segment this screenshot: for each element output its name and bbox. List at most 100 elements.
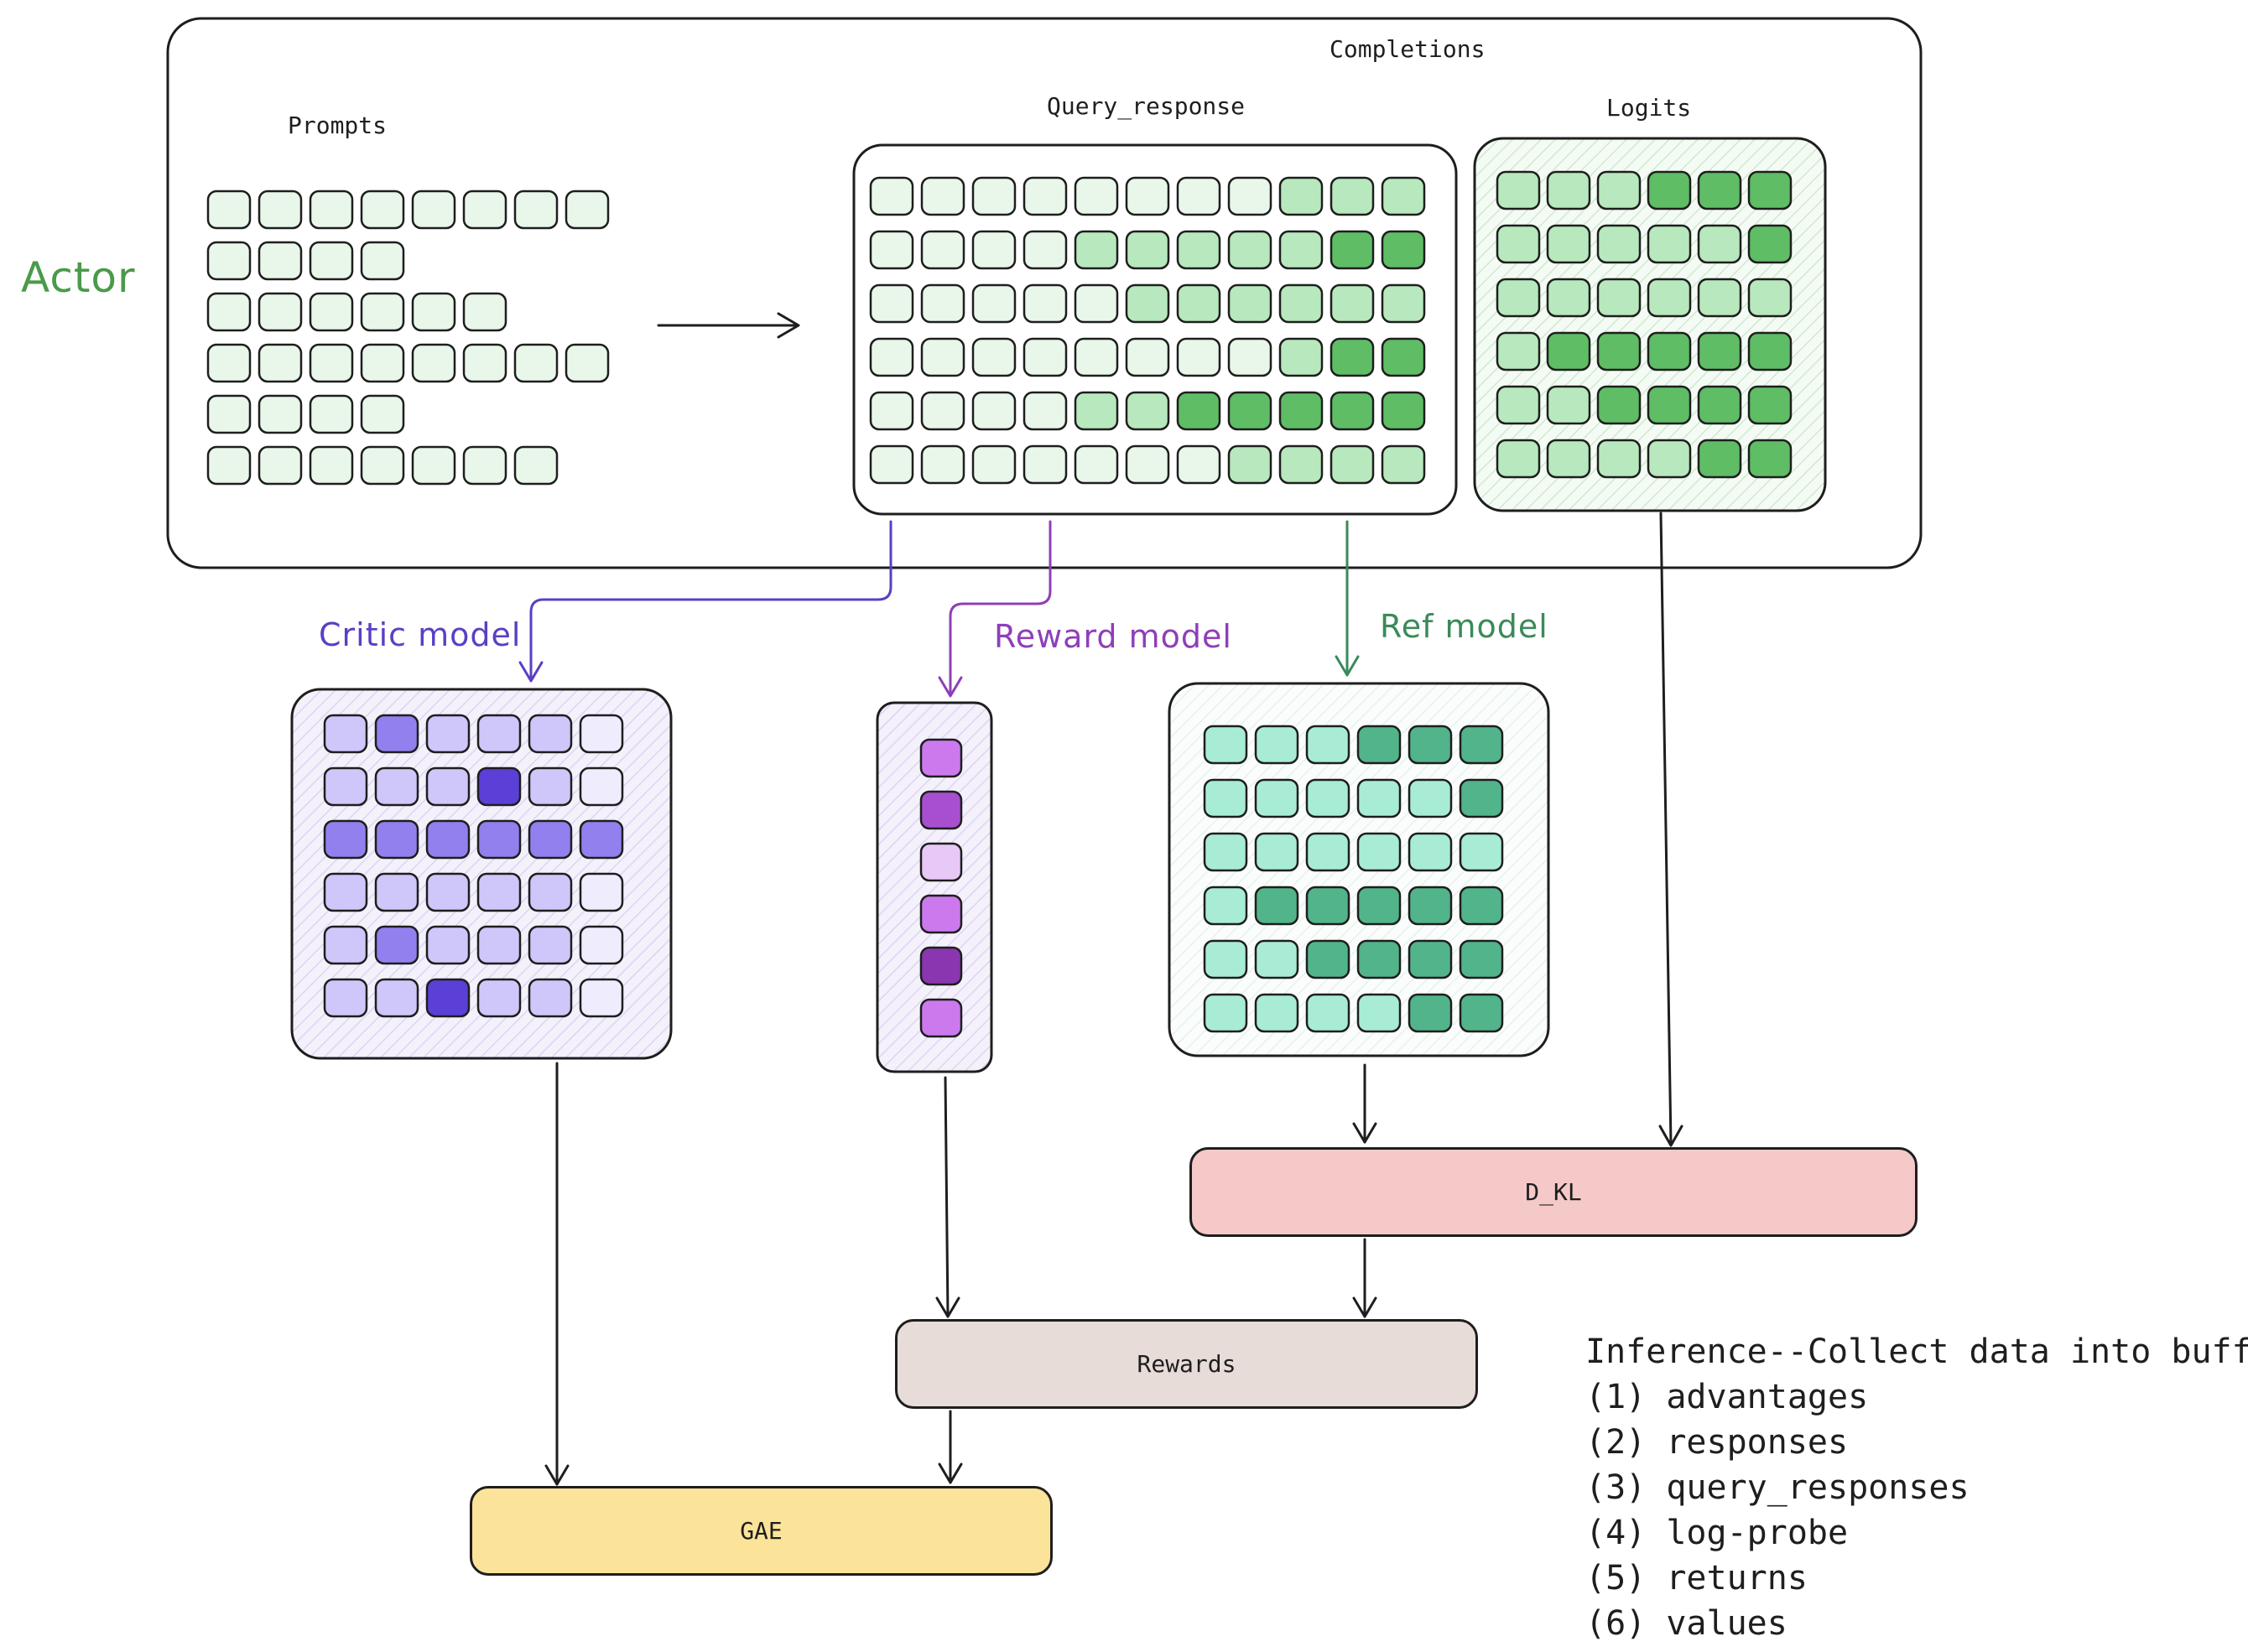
logit-token bbox=[1496, 224, 1541, 264]
query-response-token bbox=[920, 337, 965, 377]
logit-token bbox=[1546, 331, 1591, 371]
logit-token bbox=[1596, 331, 1642, 371]
ref-logit-cell bbox=[1305, 778, 1350, 818]
logit-token bbox=[1596, 224, 1642, 264]
prompt-token bbox=[513, 190, 559, 230]
ref-logit-cell bbox=[1356, 725, 1402, 765]
ref-logit-cell bbox=[1408, 886, 1453, 926]
prompt-token bbox=[258, 292, 303, 332]
ref-logit-cell bbox=[1459, 939, 1504, 979]
critic-value-cell bbox=[323, 819, 368, 860]
inference-notes: Inference--Collect data into buffer: (1)… bbox=[1585, 1329, 2248, 1646]
prompt-token bbox=[258, 241, 303, 281]
logit-token bbox=[1647, 385, 1692, 425]
ref-logit-cell bbox=[1408, 939, 1453, 979]
critic-value-cell bbox=[425, 766, 471, 807]
critic-value-cell bbox=[323, 872, 368, 912]
query-response-token bbox=[1074, 337, 1119, 377]
critic-value-cell bbox=[323, 978, 368, 1018]
query-response-token bbox=[1330, 283, 1375, 324]
query-response-label: Query_response bbox=[1047, 92, 1246, 120]
arrow-query-to-critic bbox=[529, 520, 892, 681]
arrowhead-logits-to-dkl bbox=[1658, 1125, 1683, 1147]
arrowhead-query-to-ref bbox=[1335, 655, 1360, 677]
query-response-token bbox=[1074, 230, 1119, 270]
notes-item-responses: (2) responses bbox=[1585, 1423, 1849, 1462]
prompt-token bbox=[462, 343, 507, 383]
ref-logit-cell bbox=[1408, 993, 1453, 1033]
prompt-token bbox=[206, 445, 252, 486]
query-response-token bbox=[1278, 283, 1324, 324]
critic-value-cell bbox=[579, 714, 624, 754]
arrowhead-prompts-to-query bbox=[777, 312, 800, 339]
ref-logit-cell bbox=[1305, 725, 1350, 765]
prompt-token bbox=[360, 190, 405, 230]
query-response-token bbox=[1176, 230, 1221, 270]
ref-logit-cell bbox=[1203, 832, 1248, 872]
query-response-token bbox=[1074, 444, 1119, 485]
query-response-token bbox=[1278, 391, 1324, 431]
critic-value-cell bbox=[528, 925, 573, 965]
notes-item-query-responses: (3) query_responses bbox=[1585, 1468, 1970, 1507]
notes-item-values: (6) values bbox=[1585, 1604, 1787, 1643]
ref-logit-cell bbox=[1203, 939, 1248, 979]
critic-value-cell bbox=[579, 766, 624, 807]
query-response-token bbox=[1381, 230, 1426, 270]
ref-logit-cell bbox=[1254, 939, 1299, 979]
prompt-token bbox=[565, 190, 610, 230]
critic-value-cell bbox=[374, 766, 419, 807]
prompt-token bbox=[411, 343, 456, 383]
ref-logit-cell bbox=[1203, 725, 1248, 765]
ref-logit-cell bbox=[1203, 993, 1248, 1033]
critic-value-cell bbox=[374, 819, 419, 860]
rewards-label: Rewards bbox=[1137, 1350, 1236, 1378]
logit-token bbox=[1697, 385, 1742, 425]
rewards-box: Rewards bbox=[895, 1319, 1478, 1409]
query-response-token bbox=[1227, 230, 1272, 270]
critic-model-label: Critic model bbox=[319, 616, 522, 653]
critic-value-cell bbox=[528, 872, 573, 912]
query-response-token bbox=[1381, 337, 1426, 377]
query-response-token bbox=[869, 337, 914, 377]
prompt-token bbox=[462, 190, 507, 230]
arrowhead-query-to-reward bbox=[938, 676, 963, 698]
reward-score-cell bbox=[919, 894, 963, 934]
notes-item-advantages: (1) advantages bbox=[1585, 1378, 1869, 1416]
notes-item-returns: (5) returns bbox=[1585, 1559, 1808, 1597]
query-response-token bbox=[1278, 337, 1324, 377]
prompt-token bbox=[309, 241, 354, 281]
critic-value-cell bbox=[528, 766, 573, 807]
logit-token bbox=[1546, 439, 1591, 479]
arrowhead-query-to-critic bbox=[518, 661, 544, 683]
prompts-label: Prompts bbox=[288, 112, 388, 139]
query-response-token bbox=[1278, 444, 1324, 485]
reward-model-label: Reward model bbox=[994, 618, 1232, 655]
query-response-token bbox=[1125, 391, 1170, 431]
critic-value-cell bbox=[528, 714, 573, 754]
reward-panel bbox=[876, 701, 993, 1073]
query-response-token bbox=[1125, 283, 1170, 324]
query-response-token bbox=[920, 391, 965, 431]
critic-value-cell bbox=[425, 819, 471, 860]
critic-value-cell bbox=[323, 925, 368, 965]
ref-logit-cell bbox=[1459, 832, 1504, 872]
logit-token bbox=[1747, 170, 1793, 210]
prompt-token bbox=[206, 241, 252, 281]
critic-value-cell bbox=[425, 978, 471, 1018]
query-response-token bbox=[1381, 391, 1426, 431]
query-response-token bbox=[1023, 391, 1068, 431]
ref-logit-cell bbox=[1408, 778, 1453, 818]
ref-logit-cell bbox=[1408, 832, 1453, 872]
prompt-token bbox=[258, 343, 303, 383]
reward-score-cell bbox=[919, 790, 963, 830]
critic-value-cell bbox=[579, 925, 624, 965]
ref-logit-cell bbox=[1254, 832, 1299, 872]
actor-container bbox=[166, 17, 1923, 569]
ref-logit-cell bbox=[1459, 778, 1504, 818]
query-response-token bbox=[869, 283, 914, 324]
prompt-token bbox=[206, 292, 252, 332]
query-response-token bbox=[869, 230, 914, 270]
arrowhead-reward-to-rewards bbox=[935, 1296, 960, 1318]
prompt-token bbox=[360, 343, 405, 383]
